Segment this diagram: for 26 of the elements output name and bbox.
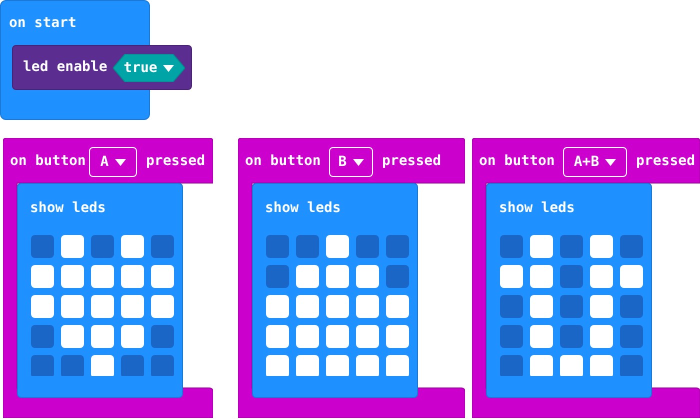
block-label: show leds	[30, 200, 106, 216]
block-label: on button	[245, 153, 321, 169]
block-label: on button	[10, 153, 86, 169]
block-label: show leds	[265, 200, 341, 216]
dropdown-value: B	[338, 154, 347, 170]
event-block	[3, 138, 213, 418]
block-label: pressed	[146, 153, 206, 169]
event-block	[472, 138, 700, 418]
button-dropdown	[563, 147, 627, 177]
statement-block	[12, 45, 192, 90]
block-label: pressed	[382, 153, 442, 169]
event-block	[238, 138, 465, 418]
block-label: led enable	[23, 59, 108, 75]
block-label: show leds	[499, 200, 575, 216]
statement-block	[486, 183, 652, 398]
block-label: pressed	[636, 153, 696, 169]
dropdown-value: true	[124, 60, 158, 76]
statement-block	[17, 183, 183, 398]
dropdown-value: A+B	[574, 154, 600, 170]
block-label: on button	[479, 153, 555, 169]
dropdown-value: A	[100, 154, 109, 170]
statement-block	[252, 183, 418, 398]
block-label: on start	[9, 15, 76, 31]
button-dropdown	[89, 147, 137, 177]
value-dropdown	[113, 54, 185, 82]
button-dropdown	[329, 147, 373, 177]
